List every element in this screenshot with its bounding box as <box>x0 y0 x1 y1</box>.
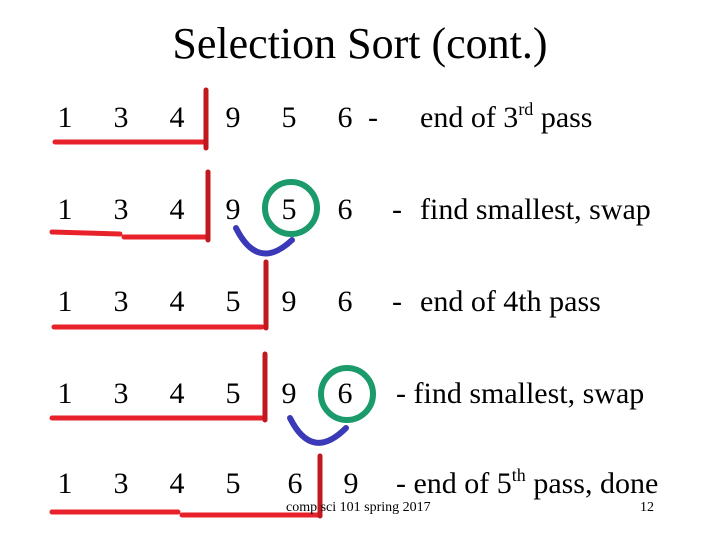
array-value: 5 <box>225 377 241 410</box>
array-value: 6 <box>287 467 303 500</box>
array-value: 4 <box>169 467 185 500</box>
swap-arc <box>287 415 349 446</box>
step-note: find smallest, swap <box>420 193 651 226</box>
array-value: 1 <box>57 467 73 500</box>
array-value: 3 <box>113 285 129 318</box>
array-value: 9 <box>225 193 241 226</box>
array-value: 4 <box>169 377 185 410</box>
step-note: end of 4th pass <box>420 285 601 318</box>
step-note: end of 3rd pass <box>420 98 592 138</box>
step-note-text: - end of 5 <box>396 467 512 500</box>
array-value: 6 <box>337 101 353 134</box>
array-value: 3 <box>113 193 129 226</box>
array-value: 3 <box>113 467 129 500</box>
step-note-sup: rd <box>518 99 534 119</box>
array-value: 5 <box>281 101 297 134</box>
array-value: 1 <box>57 377 73 410</box>
step-note: - end of 5th pass, done <box>396 464 658 504</box>
array-value: 4 <box>169 285 185 318</box>
footer-course: comp sci 101 spring 2017 <box>286 500 431 515</box>
page-number: 12 <box>640 500 654 515</box>
sort-row-3: 1 3 4 5 9 6 - end of 4th pass <box>0 282 720 332</box>
sort-row-5: 1 3 4 5 6 9 - end of 5th pass, done <box>0 464 720 514</box>
step-note-dash: - <box>392 193 402 226</box>
array-value: 3 <box>113 101 129 134</box>
array-value: 3 <box>113 377 129 410</box>
array-value: 5 <box>281 193 297 226</box>
sorted-bracket <box>49 509 323 518</box>
array-value: 9 <box>281 377 297 410</box>
swap-arc <box>233 225 295 257</box>
array-value: 5 <box>225 467 241 500</box>
sort-row-1: 1 3 4 9 5 6 - end of 3rd pass <box>0 98 720 148</box>
slide-title: Selection Sort (cont.) <box>172 19 548 68</box>
sort-row-2: 1 3 4 9 5 6 - find smallest, swap <box>0 190 720 240</box>
smallest-circle <box>318 365 376 423</box>
array-value: 9 <box>281 285 297 318</box>
array-value: 1 <box>57 285 73 318</box>
smallest-circle <box>262 179 320 237</box>
array-value: 9 <box>343 467 359 500</box>
step-note-sup: th <box>511 465 526 485</box>
step-note-suffix: pass, done <box>525 467 659 500</box>
array-value: 6 <box>337 377 353 410</box>
sorted-bracket <box>49 229 210 240</box>
array-value: 4 <box>169 101 185 134</box>
array-value: 5 <box>225 285 241 318</box>
step-note-dash: - <box>392 285 402 318</box>
step-note-dash: - <box>368 101 378 134</box>
array-value: 1 <box>57 193 73 226</box>
step-note-suffix: pass <box>533 101 593 134</box>
step-note: - find smallest, swap <box>396 377 645 410</box>
array-value: 6 <box>337 193 353 226</box>
array-value: 9 <box>225 101 241 134</box>
step-note-text: end of 3 <box>420 101 519 134</box>
array-value: 4 <box>169 193 185 226</box>
sort-row-4: 1 3 4 5 9 6 - find smallest, swap <box>0 374 720 424</box>
array-value: 1 <box>57 101 73 134</box>
array-value: 6 <box>337 285 353 318</box>
